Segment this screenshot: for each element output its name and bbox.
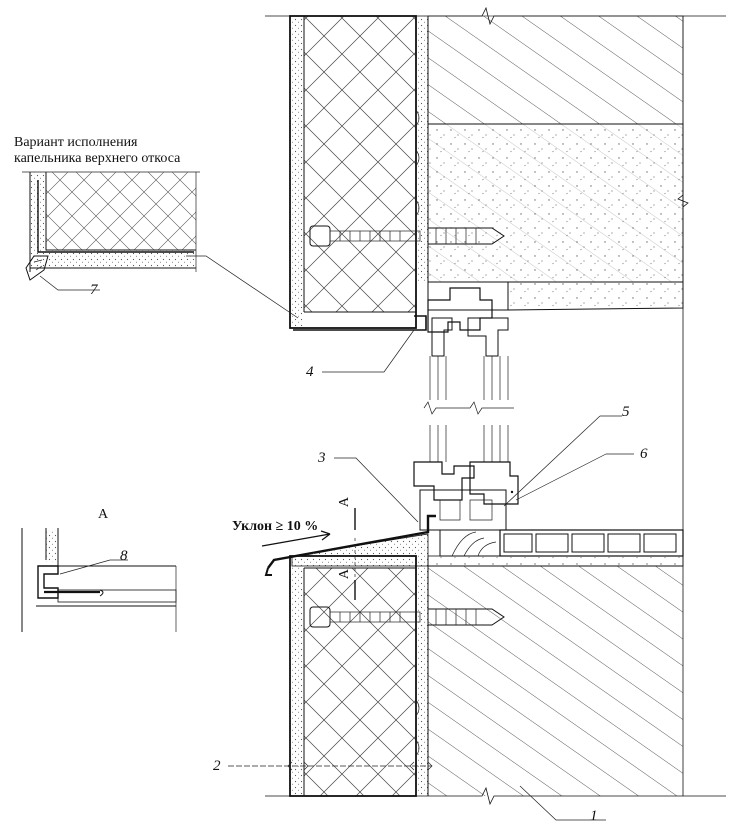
inset-leader-line <box>186 255 299 319</box>
callout-1: 1 <box>519 785 606 824</box>
inset-caption-line1: Вариант исполнения <box>14 135 138 150</box>
slope-label: Уклон ≥ 10 % <box>232 519 318 534</box>
callout-4: 4 <box>306 329 415 380</box>
callout-4-label: 4 <box>306 364 314 380</box>
glazing-unit <box>423 356 514 462</box>
callout-8-label: 8 <box>120 548 128 564</box>
inset-caption-line2: капельника верхнего откоса <box>14 151 181 166</box>
lintel-block <box>427 123 684 283</box>
slope-arrow <box>261 530 331 547</box>
inset-drip-variant: Вариант исполнения капельника верхнего о… <box>14 135 200 298</box>
callout-5-label: 5 <box>622 404 630 420</box>
callout-6: 6 <box>515 446 648 501</box>
sill-foam-wedge <box>291 533 429 567</box>
callout-2-label: 2 <box>213 758 221 774</box>
inset-section-a: А 8 <box>21 507 177 632</box>
break-line-top <box>265 6 726 26</box>
callout-5: 5 <box>503 404 630 507</box>
callout-7-label: 7 <box>90 282 99 298</box>
drip-profile-top <box>293 315 427 331</box>
window-frame-top <box>427 281 684 357</box>
load-bearing-wall-top <box>427 15 684 125</box>
load-bearing-wall-bottom <box>428 565 683 796</box>
insulation-anchor-bottom <box>309 606 505 628</box>
insulation-bottom <box>289 555 429 797</box>
external-sill-flashing <box>267 514 436 569</box>
break-line-bottom <box>265 786 726 806</box>
callout-6-label: 6 <box>640 446 648 462</box>
sill-base-concrete <box>427 555 684 567</box>
inset-a-title: А <box>98 507 109 522</box>
mounting-foam <box>439 529 501 557</box>
section-mark-a: А А <box>337 496 356 600</box>
callout-3-label: 3 <box>317 450 326 466</box>
window-sill-board <box>499 529 684 557</box>
section-mark-bottom-label: А <box>337 568 352 579</box>
callout-1-label: 1 <box>590 808 598 824</box>
window-frame-bottom <box>413 461 519 531</box>
callout-2: 2 <box>213 758 433 774</box>
insulation-anchor-top <box>309 225 505 247</box>
section-mark-top-label: А <box>337 496 352 507</box>
callout-3: 3 <box>317 450 419 523</box>
insulation-top <box>289 15 429 329</box>
